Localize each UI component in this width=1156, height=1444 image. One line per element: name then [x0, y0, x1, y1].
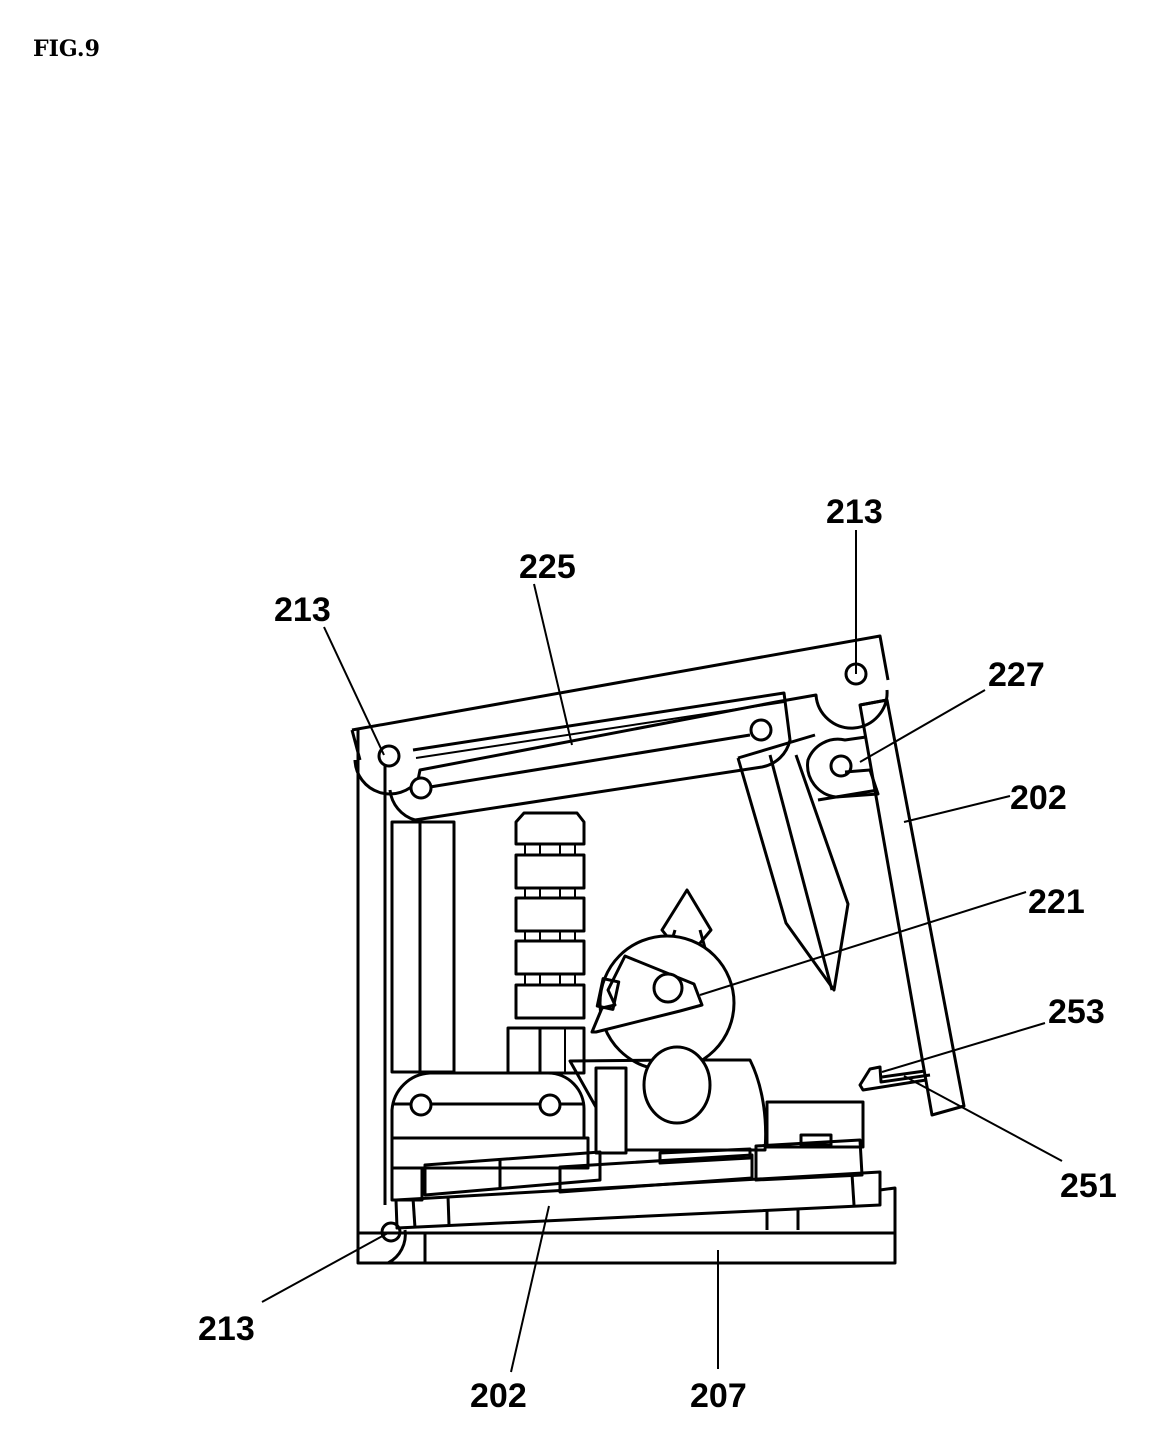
- label-202-right: 202: [1010, 779, 1067, 817]
- blade-arm: [736, 733, 850, 992]
- stacked-column: [506, 811, 586, 1075]
- label-213-bottom: 213: [198, 1310, 255, 1348]
- rotor-head-221: [568, 888, 768, 1155]
- label-221: 221: [1028, 883, 1085, 921]
- pivot-pin-213-bottom: [380, 1221, 402, 1243]
- right-box: [765, 1100, 865, 1149]
- label-253: 253: [1048, 993, 1105, 1031]
- pivot-pin-213-top-left: [377, 744, 401, 768]
- latch-253: [858, 1065, 931, 1092]
- label-251: 251: [1060, 1167, 1117, 1205]
- side-panel-202: [858, 698, 966, 1117]
- label-227: 227: [988, 656, 1045, 694]
- label-225: 225: [519, 548, 576, 586]
- left-frame-wall: [356, 730, 387, 1263]
- left-slider: [390, 820, 456, 1074]
- figure-title: FIG.9: [33, 36, 100, 62]
- leader-lines: [261, 530, 1063, 1373]
- label-213-top-right: 213: [826, 493, 883, 531]
- label-207: 207: [690, 1377, 747, 1415]
- base-207: [356, 1221, 897, 1265]
- link-arm-225: [388, 691, 792, 822]
- label-213-top-left: 213: [274, 591, 331, 629]
- tray-stack: [390, 1138, 864, 1202]
- link-227: [806, 735, 880, 802]
- bottom-tray-202: [394, 1170, 897, 1233]
- label-202-bottom: 202: [470, 1377, 527, 1415]
